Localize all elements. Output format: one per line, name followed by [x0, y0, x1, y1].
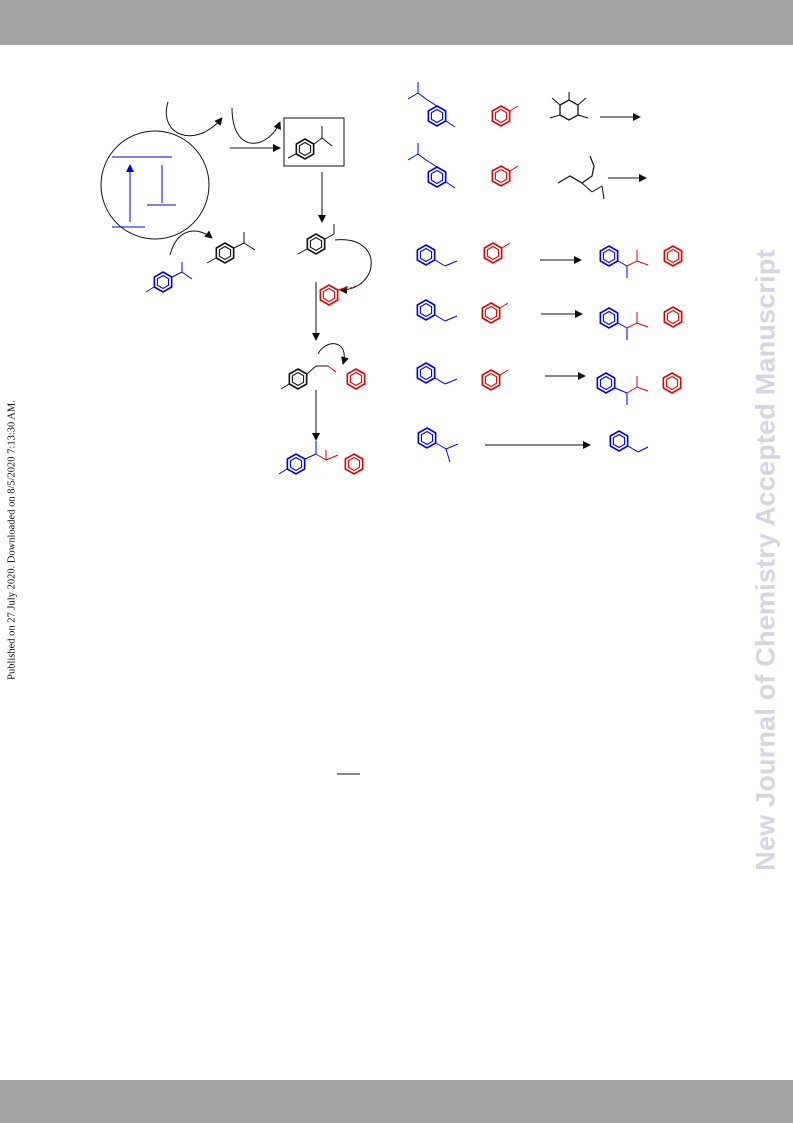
control-experiments: [407, 82, 683, 463]
header-bar: [0, 0, 793, 45]
photocatalytic-cycle: [100, 101, 372, 441]
mechanism-molecules: [145, 126, 366, 475]
footer-bar: [0, 1080, 793, 1123]
